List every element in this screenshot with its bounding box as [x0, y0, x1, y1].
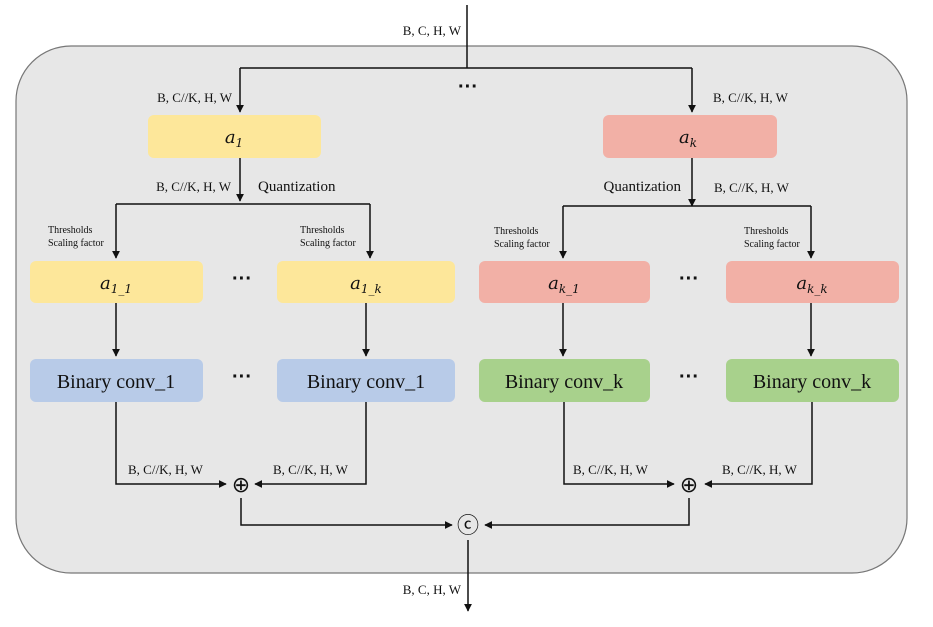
concat-symbol: ⓒ	[457, 514, 479, 539]
module-panel	[15, 45, 908, 574]
binary-conv-k-box-b	[726, 359, 899, 402]
left-sum-shape-label-b: B, C//K, H, W	[273, 462, 349, 477]
gate-ak-label: ak	[679, 127, 697, 150]
right-post-shape-label: B, C//K, H, W	[714, 180, 790, 195]
left-q-ellipsis: ···	[232, 268, 252, 290]
left-thresholds-label-1: Thresholds	[48, 225, 93, 236]
q-ak-k-label: ak_k	[796, 273, 827, 296]
binary-conv-1-box-a	[30, 359, 203, 402]
right-scaling-label-2: Scaling factor	[744, 239, 800, 250]
right-sum-shape-label-a: B, C//K, H, W	[573, 462, 649, 477]
right-sum-input-b	[704, 402, 813, 488]
left-quantization-label: Quantization	[258, 179, 336, 195]
left-split-shape-label: B, C//K, H, W	[157, 90, 233, 105]
left-conv-ellipsis: ···	[232, 366, 252, 388]
binary-conv-1-box-b	[277, 359, 455, 402]
output-shape-label: B, C, H, W	[403, 582, 462, 597]
q-a1-1-label: a1_1	[100, 273, 132, 296]
input-shape-label: B, C, H, W	[403, 23, 462, 38]
left-scaling-label-1: Scaling factor	[48, 238, 104, 249]
q-ak-1-label: ak_1	[548, 273, 580, 296]
q-ak-1-box	[479, 261, 650, 303]
right-quantization-label: Quantization	[604, 179, 682, 195]
left-post-shape-label: B, C//K, H, W	[156, 179, 232, 194]
q-a1-1-box	[30, 261, 203, 303]
left-sum-shape-label-a: B, C//K, H, W	[128, 462, 204, 477]
binary-conv-k-box-a	[479, 359, 650, 402]
binary-conv-1-label-b: Binary conv_1	[307, 371, 425, 393]
q-a1-k-label: a1_k	[350, 273, 382, 296]
right-to-concat-line	[484, 498, 690, 529]
q-a1-k-box	[277, 261, 455, 303]
right-sum-shape-label-b: B, C//K, H, W	[722, 462, 798, 477]
right-conv-ellipsis: ···	[679, 366, 699, 388]
right-split-shape-label: B, C//K, H, W	[713, 90, 789, 105]
binary-conv-1-label-a: Binary conv_1	[57, 371, 175, 393]
q-ak-k-box	[726, 261, 899, 303]
right-sum-input-a	[563, 402, 675, 488]
left-sum-input-a	[115, 402, 227, 488]
left-sum-symbol: ⊕	[232, 473, 250, 498]
left-to-concat-line	[240, 498, 453, 529]
right-q-ellipsis: ···	[679, 268, 699, 290]
left-scaling-label-2: Scaling factor	[300, 238, 356, 249]
right-scaling-label-1: Scaling factor	[494, 239, 550, 250]
gate-ak-box	[603, 115, 777, 158]
gate-a1-label: a1	[225, 127, 243, 150]
top-ellipsis: ···	[458, 76, 478, 98]
gate-a1-box	[148, 115, 321, 158]
left-thresholds-label-2: Thresholds	[300, 225, 345, 236]
right-thresholds-label-2: Thresholds	[744, 226, 789, 237]
right-sum-symbol: ⊕	[680, 473, 698, 498]
left-sum-input-b	[254, 402, 367, 488]
binary-conv-k-label-a: Binary conv_k	[505, 371, 623, 393]
right-thresholds-label-1: Thresholds	[494, 226, 539, 237]
binary-conv-k-label-b: Binary conv_k	[753, 371, 871, 393]
